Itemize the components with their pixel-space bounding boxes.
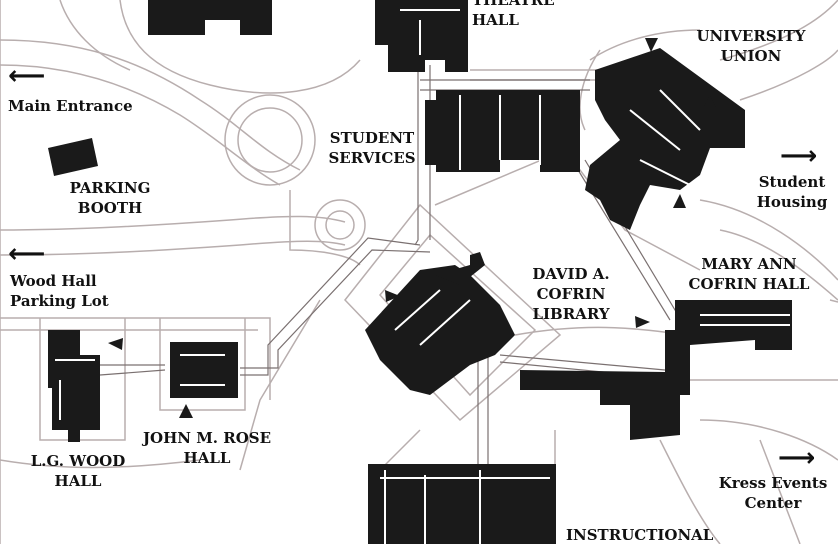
- left-arrow-icon: ⟵: [8, 61, 46, 91]
- entrance-arrow-icon: [635, 316, 650, 328]
- building-student-services-annex: [425, 100, 436, 165]
- building-student-services: [436, 90, 580, 172]
- building-parking-booth: [48, 138, 98, 176]
- label-kress-events-center: Kress Events Center: [718, 474, 828, 512]
- building-mary-ann-cofrin-hall: [520, 300, 792, 440]
- label-wood-hall-parking-lot: Wood Hall Parking Lot: [10, 272, 109, 310]
- label-theatre-hall: THEATRE HALL: [472, 0, 555, 29]
- label-mary-ann-cofrin-hall: MARY ANN COFRIN HALL: [688, 255, 810, 293]
- entrance-arrow-icon: [673, 194, 686, 208]
- entrance-markers: [108, 38, 716, 418]
- label-john-m-rose-hall: JOHN M. ROSE HALL: [142, 429, 272, 467]
- right-arrow-icon: ⟶: [780, 141, 818, 171]
- left-arrow-icon: ⟵: [8, 239, 46, 269]
- label-university-union: UNIVERSITY UNION: [696, 27, 806, 65]
- entrance-arrow-icon: [108, 338, 123, 350]
- building-lg-wood-hall: [48, 330, 100, 442]
- label-parking-booth: PARKING BOOTH: [69, 179, 151, 217]
- entrance-arrow-icon: [645, 38, 658, 52]
- building-theatre-hall: [375, 0, 468, 72]
- building-library: [365, 265, 515, 395]
- entrance-arrow-icon: [179, 404, 193, 418]
- building-library-north: [435, 252, 485, 285]
- label-main-entrance: Main Entrance: [8, 97, 133, 115]
- label-david-a-cofrin-library: DAVID A. COFRIN LIBRARY: [532, 265, 610, 323]
- label-instructional: INSTRUCTIONAL: [566, 526, 714, 544]
- building-john-m-rose-hall: [170, 342, 238, 398]
- label-student-services: STUDENT SERVICES: [328, 129, 416, 167]
- building-top-left: [148, 0, 272, 35]
- building-instructional: [368, 464, 556, 544]
- label-lg-wood-hall: L.G. WOOD HALL: [30, 452, 126, 490]
- entrance-arrow-icon: [703, 95, 716, 108]
- entrance-arrow-icon: [385, 290, 400, 302]
- label-student-housing: Student Housing: [756, 173, 828, 211]
- building-details: [55, 9, 790, 544]
- right-arrow-icon: ⟶: [778, 443, 816, 473]
